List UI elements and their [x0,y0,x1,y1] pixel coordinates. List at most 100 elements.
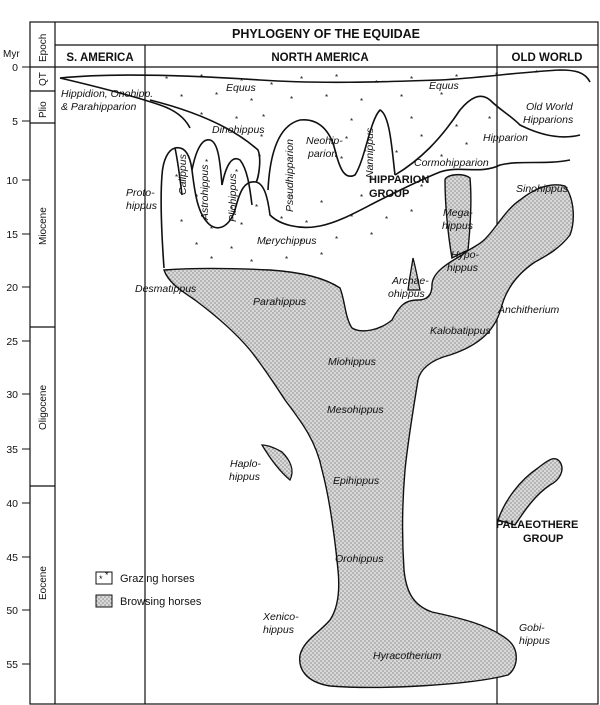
epoch-oligocene: Oligocene [38,385,49,430]
browsing-archaeohippus-branch [407,257,421,291]
svg-text:*: * [230,205,233,214]
label-hyracotherium: Hyracotherium [373,650,442,662]
legend-browsing-label: Browsing horses [120,596,202,608]
svg-text:*: * [258,153,261,162]
label-nannippus: Nannippus [364,127,376,178]
svg-text:*: * [488,115,491,124]
svg-text:*: * [235,115,238,124]
svg-text:*: * [255,203,258,212]
region-south-america: S. AMERICA [66,52,133,64]
svg-text:*: * [180,218,183,227]
label-megahippus-1: Mega- [443,207,473,219]
label-equus-ow: Equus [429,80,460,92]
legend: * * Grazing horses Browsing horses [95,570,202,608]
label-neohipparion-1: Neohip- [306,135,343,147]
tick-label: 15 [6,229,18,241]
svg-text:*: * [455,123,458,132]
label-epihippus: Epihippus [333,475,380,487]
svg-text:*: * [395,189,398,198]
label-archaeohippus-2: ohippus [388,288,426,300]
tick-label: 5 [12,116,18,128]
svg-text:*: * [200,111,203,120]
epoch-qt: QT [38,72,49,86]
label-gobihippus-1: Gobi- [519,622,545,634]
label-neohipparion-2: parion [307,148,337,160]
label-protohippus-2: hippus [126,200,158,212]
svg-text:*: * [305,219,308,228]
svg-text:*: * [260,133,263,142]
label-sinohippus: Sinohippus [516,183,569,195]
epoch-miocene: Miocene [38,207,49,245]
svg-text:*: * [265,241,268,250]
tick-label: 0 [12,62,18,74]
svg-text:*: * [230,245,233,254]
label-hippidion-2: & Parahipparion [61,101,136,113]
label-equus-na: Equus [226,82,257,94]
svg-text:*: * [350,213,353,222]
svg-text:*: * [360,97,363,106]
svg-text:*: * [345,135,348,144]
tick-label: 40 [6,498,18,510]
label-hypohippus-1: Hypo- [451,249,480,261]
svg-text:*: * [410,75,413,84]
svg-text:*: * [240,221,243,230]
grazing-outline-calippus [174,147,183,196]
grazing-outline-plio [221,158,253,206]
svg-text:*: * [370,231,373,240]
region-north-america: NORTH AMERICA [271,52,368,64]
chart-title: PHYLOGENY OF THE EQUIDAE [232,27,420,41]
grazing-clades [59,69,591,269]
label-cormohipparion: Cormohipparion [414,157,489,169]
browsing-megahippus-branch [444,173,472,260]
region-old-world: OLD WORLD [512,52,583,64]
svg-text:*: * [270,81,273,90]
label-pliohippus: Pliohippus [227,173,239,222]
grazing-outline-astro [191,139,223,186]
svg-text:*: * [250,258,253,267]
svg-text:*: * [200,73,203,82]
epoch-label: Epoch [38,34,49,62]
label-ow-hipparions-2: Hipparions [523,114,574,126]
svg-text:*: * [440,153,443,162]
svg-text:*: * [400,93,403,102]
svg-text:*: * [535,69,538,78]
svg-text:*: * [440,91,443,100]
label-palaeothere-group-1: PALAEOTHERE [496,519,578,531]
label-orohippus: Orohippus [335,553,384,565]
label-hipparion-group-1: HIPPARION [369,174,429,186]
grazing-outline-top [59,69,591,84]
group-labels: HIPPARION GROUP PALAEOTHERE GROUP [369,174,578,545]
label-dinohippus: Dinohippus [212,124,265,136]
svg-text:*: * [280,215,283,224]
svg-text:*: * [240,77,243,86]
svg-text:*: * [300,75,303,84]
genus-labels: Equus Equus Hippidion, Onohipp. & Parahi… [61,80,574,662]
label-merychippus: Merychippus [257,235,317,247]
label-xenicohippus-1: Xenico- [262,611,299,623]
legend-grazing-swatch [95,571,113,585]
label-ow-hipparions-1: Old World [526,101,574,113]
tick-label: 55 [6,659,18,671]
tick-label: 25 [6,336,18,348]
svg-text:*: * [165,75,168,84]
browsing-main-trunk [163,184,574,689]
svg-text:*: * [495,71,498,80]
svg-text:*: * [385,215,388,224]
tick-label: 10 [6,175,18,187]
label-haplohippus-1: Haplo- [230,458,261,470]
label-megahippus-2: hippus [442,220,474,232]
svg-text:*: * [105,570,109,580]
svg-text:*: * [335,235,338,244]
myr-label: Myr [3,49,20,60]
svg-text:*: * [420,133,423,142]
epoch-eocene: Eocene [38,566,49,600]
epoch-plio: Plio [38,101,49,118]
svg-text:*: * [250,97,253,106]
label-mesohippus: Mesohippus [327,404,384,416]
svg-text:*: * [215,91,218,100]
tick-label: 35 [6,444,18,456]
label-kalobatippus: Kalobatippus [430,325,491,337]
svg-text:*: * [410,208,413,217]
legend-browsing-swatch [95,594,113,608]
myr-ticks [22,66,30,665]
